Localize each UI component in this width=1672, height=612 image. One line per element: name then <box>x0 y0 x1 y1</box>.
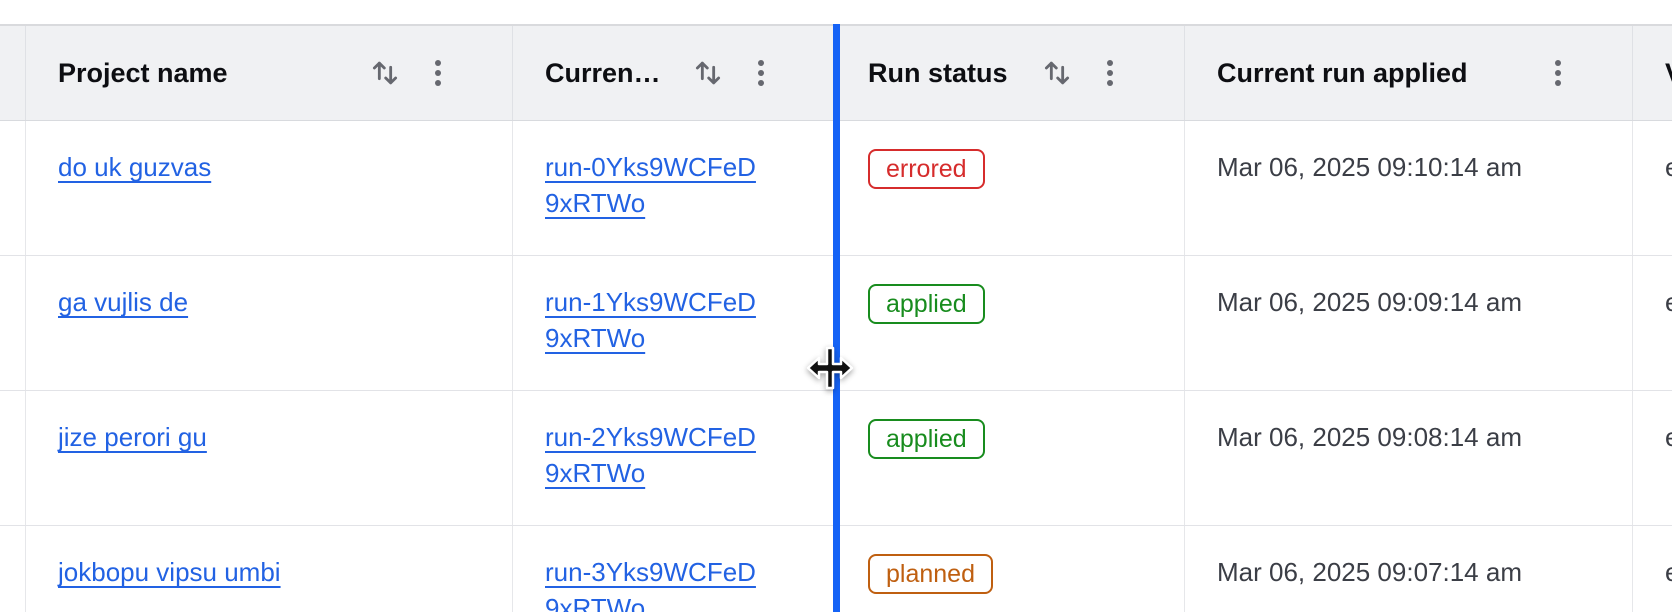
current-run-applied-cell: Mar 06, 2025 09:10:14 am <box>1185 121 1633 255</box>
run-status-cell: applied <box>836 391 1185 525</box>
column-label: Current run applied <box>1217 57 1468 88</box>
column-resize-indicator[interactable] <box>833 24 840 612</box>
leading-cell <box>0 121 26 255</box>
truncated-cell-text: e <box>1665 152 1672 182</box>
project-name-cell: jokbopu vipsu umbi <box>26 526 513 612</box>
current-run-cell: run-0Yks9WCFeD9xRTWo <box>513 121 836 255</box>
column-label: V <box>1665 58 1672 89</box>
truncated-cell: e <box>1633 391 1672 525</box>
leading-cell <box>0 256 26 390</box>
column-label: Curren… <box>545 57 661 88</box>
timestamp-text: Mar 06, 2025 09:10:14 am <box>1217 152 1522 182</box>
project-name-cell: jize perori gu <box>26 391 513 525</box>
sort-button[interactable] <box>1040 56 1074 90</box>
project-name-link[interactable]: ga vujlis de <box>58 287 189 317</box>
run-status-badge: applied <box>868 284 985 324</box>
current-run-applied-cell: Mar 06, 2025 09:09:14 am <box>1185 256 1633 390</box>
current-run-link[interactable]: run-2Yks9WCFeD9xRTWo <box>545 422 756 488</box>
column-header-current-run-applied: Current run applied <box>1185 26 1633 120</box>
column-menu-button[interactable] <box>432 56 444 90</box>
run-status-badge: planned <box>868 554 993 594</box>
truncated-cell-text: e <box>1665 557 1672 587</box>
project-name-link[interactable]: jokbopu vipsu umbi <box>58 557 281 587</box>
column-label: Run status <box>868 57 1008 88</box>
current-run-link[interactable]: run-0Yks9WCFeD9xRTWo <box>545 152 756 218</box>
column-menu-button[interactable] <box>755 56 767 90</box>
kebab-menu-icon <box>435 60 441 86</box>
leading-column-header <box>0 26 26 120</box>
truncated-cell: e <box>1633 256 1672 390</box>
sort-button[interactable] <box>691 56 725 90</box>
current-run-cell: run-3Yks9WCFeD9xRTWo <box>513 526 836 612</box>
current-run-applied-cell: Mar 06, 2025 09:08:14 am <box>1185 391 1633 525</box>
project-name-cell: ga vujlis de <box>26 256 513 390</box>
column-menu-button[interactable] <box>1552 56 1564 90</box>
truncated-cell-text: e <box>1665 422 1672 452</box>
kebab-menu-icon <box>1107 60 1113 86</box>
current-run-applied-cell: Mar 06, 2025 09:07:14 am <box>1185 526 1633 612</box>
run-status-cell: planned <box>836 526 1185 612</box>
sort-arrows-icon <box>372 61 398 85</box>
run-status-cell: errored <box>836 121 1185 255</box>
column-header-project-name: Project name <box>26 26 513 120</box>
project-name-link[interactable]: do uk guzvas <box>58 152 212 182</box>
timestamp-text: Mar 06, 2025 09:08:14 am <box>1217 422 1522 452</box>
truncated-cell: e <box>1633 121 1672 255</box>
current-run-link[interactable]: run-1Yks9WCFeD9xRTWo <box>545 287 756 353</box>
kebab-menu-icon <box>758 60 764 86</box>
run-status-cell: applied <box>836 256 1185 390</box>
column-header-truncated: V <box>1633 26 1672 120</box>
column-header-current-run: Curren… <box>513 26 836 120</box>
current-run-cell: run-1Yks9WCFeD9xRTWo <box>513 256 836 390</box>
truncated-cell-text: e <box>1665 287 1672 317</box>
sort-button[interactable] <box>368 56 402 90</box>
sort-arrows-icon <box>1044 61 1070 85</box>
sort-arrows-icon <box>695 61 721 85</box>
current-run-cell: run-2Yks9WCFeD9xRTWo <box>513 391 836 525</box>
run-status-badge: errored <box>868 149 985 189</box>
column-header-run-status: Run status <box>836 26 1185 120</box>
leading-cell <box>0 391 26 525</box>
leading-cell <box>0 526 26 612</box>
current-run-link[interactable]: run-3Yks9WCFeD9xRTWo <box>545 557 756 612</box>
timestamp-text: Mar 06, 2025 09:07:14 am <box>1217 557 1522 587</box>
truncated-cell: e <box>1633 526 1672 612</box>
project-name-cell: do uk guzvas <box>26 121 513 255</box>
timestamp-text: Mar 06, 2025 09:09:14 am <box>1217 287 1522 317</box>
column-menu-button[interactable] <box>1104 56 1116 90</box>
column-label: Project name <box>58 57 228 88</box>
run-status-badge: applied <box>868 419 985 459</box>
kebab-menu-icon <box>1555 60 1561 86</box>
project-name-link[interactable]: jize perori gu <box>58 422 207 452</box>
